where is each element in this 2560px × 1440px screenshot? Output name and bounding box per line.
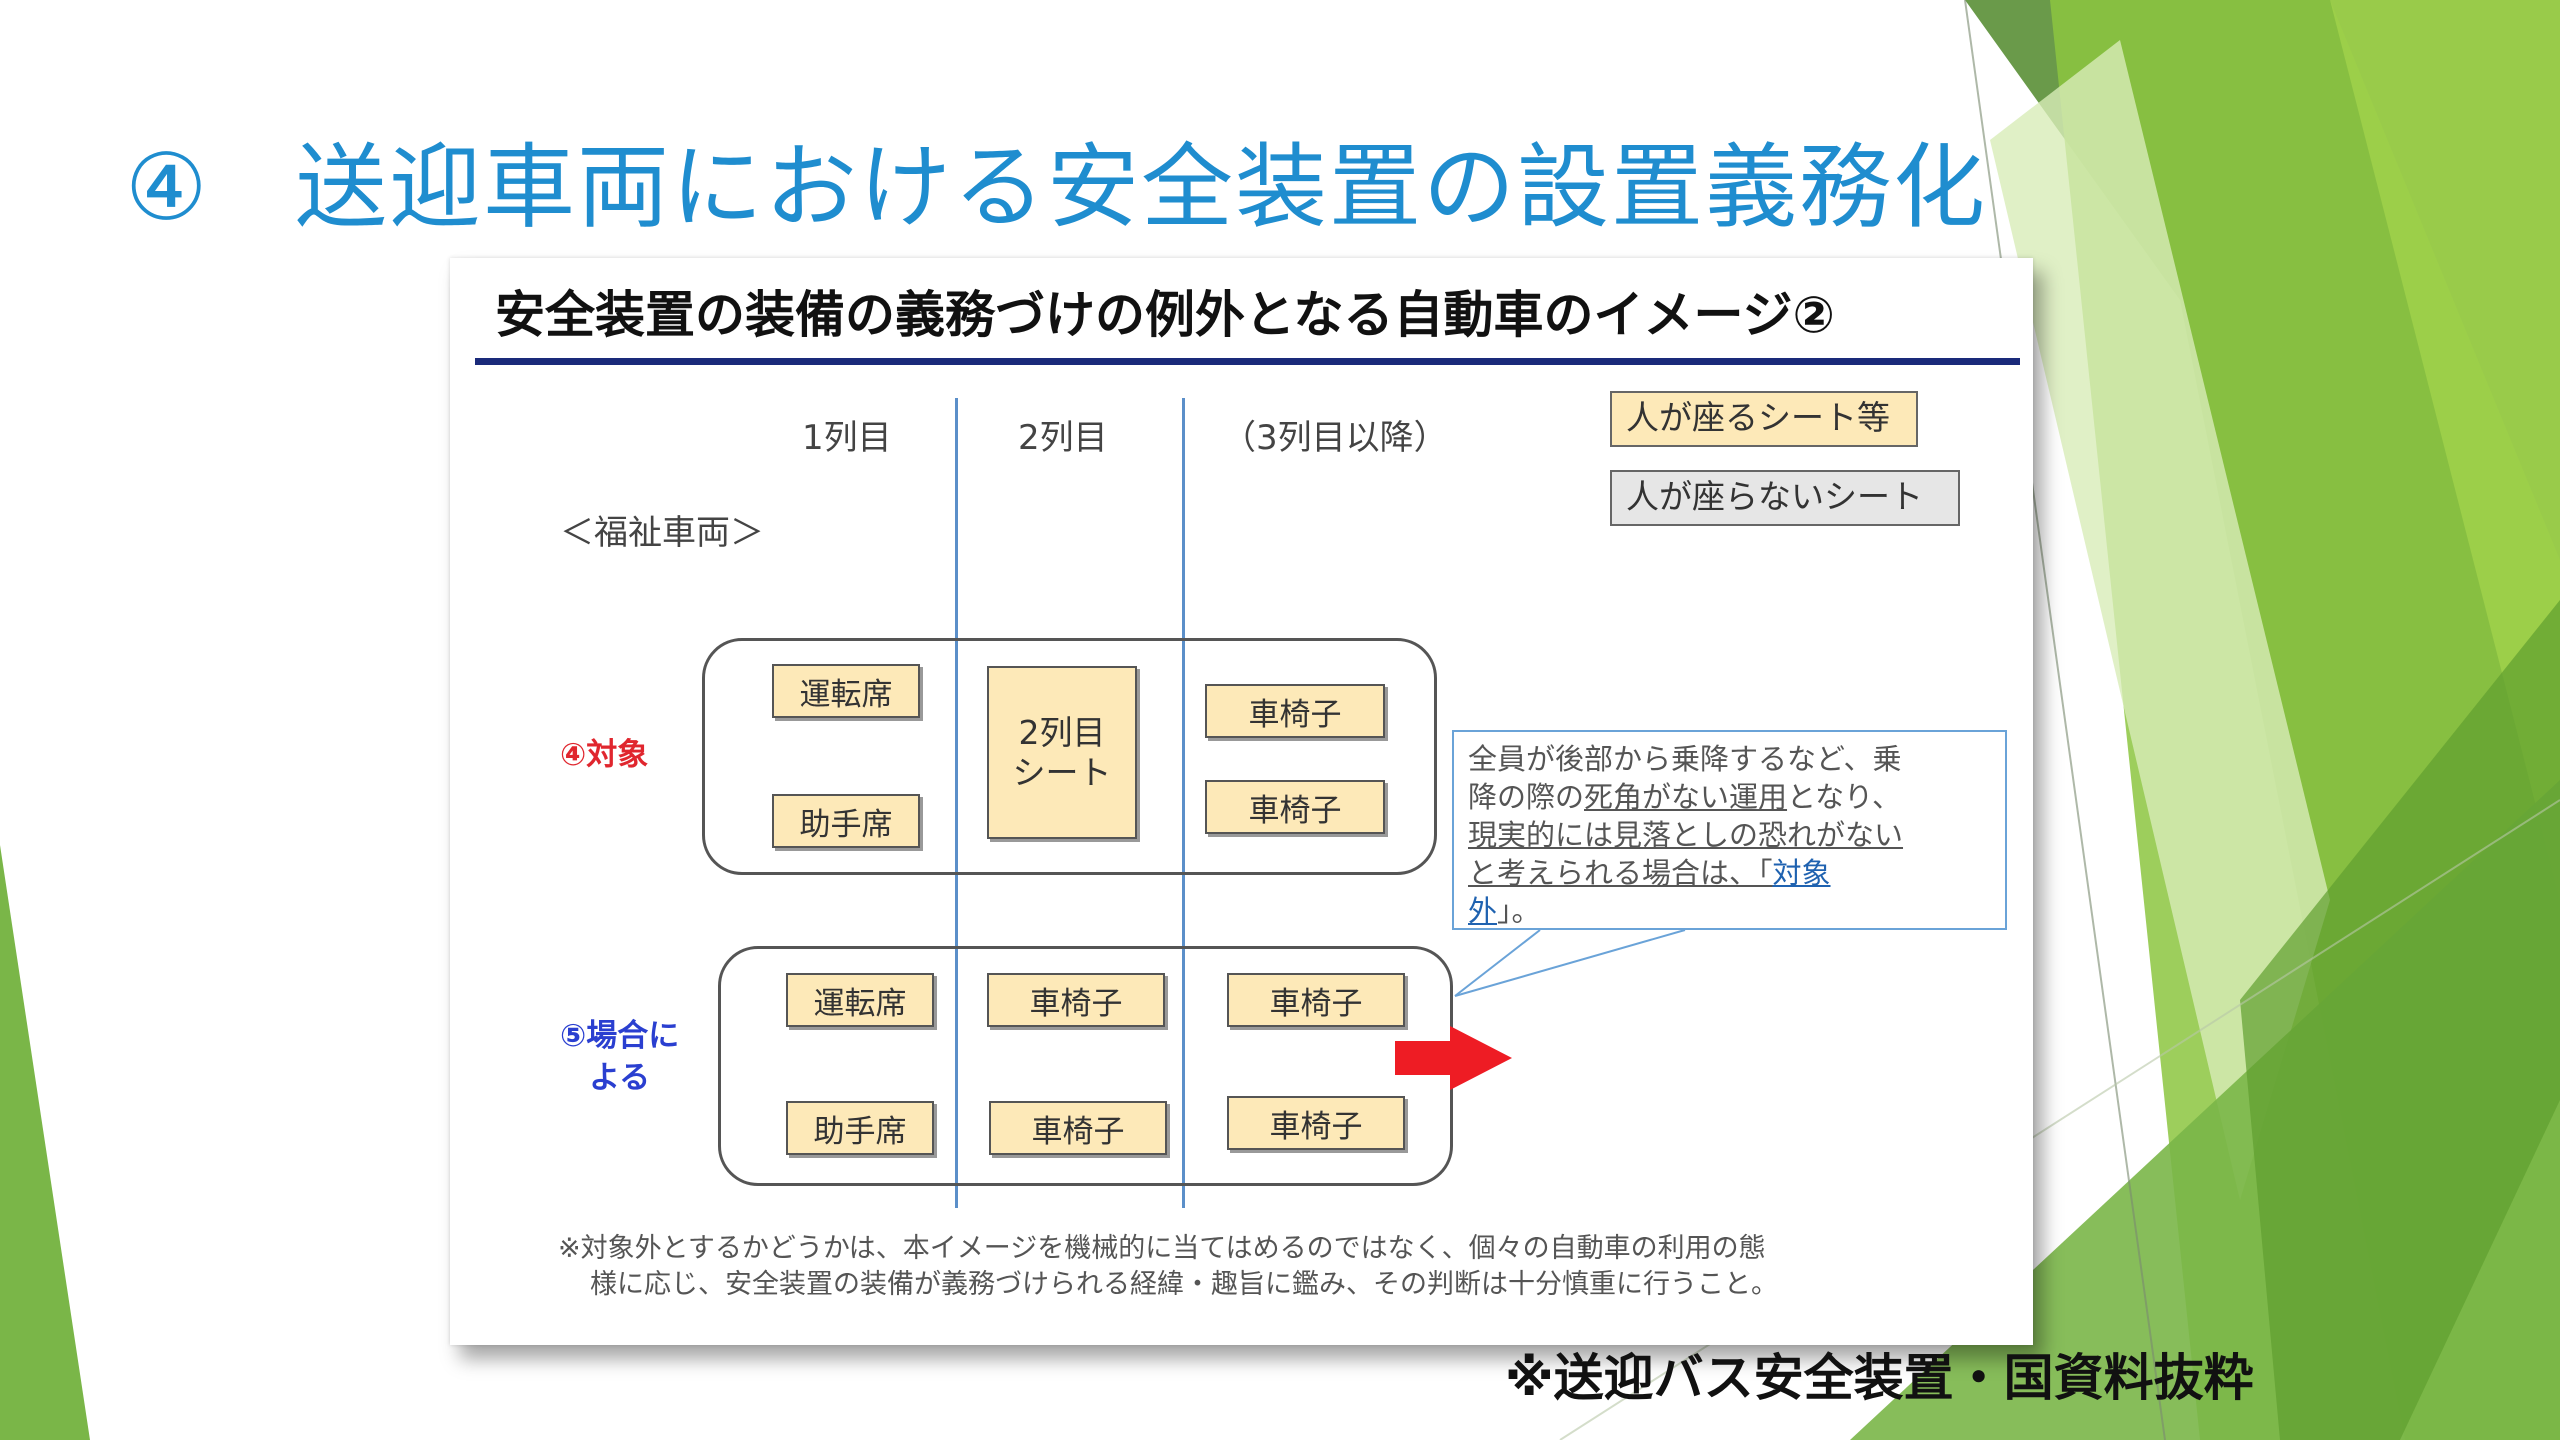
callout-emphasis: 対象 xyxy=(1772,856,1831,890)
seat-second-row-line1: 2列目 xyxy=(1018,712,1106,752)
right-pale-facet xyxy=(1990,40,2330,1200)
seat-wheelchair: 車椅子 xyxy=(987,973,1165,1027)
seat-passenger: 助手席 xyxy=(786,1101,934,1155)
seat-group-row1 xyxy=(702,638,1437,875)
row-label-num: ④ xyxy=(560,737,587,773)
row-label-line2: よる xyxy=(589,1060,651,1096)
column-divider-2 xyxy=(1182,398,1185,1208)
slide-number: ④ xyxy=(125,134,210,241)
seat-driver: 運転席 xyxy=(772,664,920,718)
callout-line: 現実的には見落としの恐れがない xyxy=(1468,818,1904,852)
section-label: ＜福祉車両＞ xyxy=(560,513,764,553)
mid-green-facet xyxy=(2240,600,2560,1440)
seat-driver: 運転席 xyxy=(786,973,934,1027)
seat-second-row: 2列目 シート xyxy=(987,666,1137,839)
seat-wheelchair: 車椅子 xyxy=(1227,1096,1405,1150)
legend-unoccupied: 人が座らないシート xyxy=(1610,470,1960,526)
footnote: ※対象外とするかどうかは、本イメージを機械的に当てはめるのではなく、個々の自動車… xyxy=(558,1231,1938,1303)
callout-underlined: と考えられる場合は、「 xyxy=(1468,856,1773,890)
figure-heading: 安全装置の装備の義務づけの例外となる自動車のイメージ② xyxy=(495,286,1835,344)
row-label-text: 場合に xyxy=(586,1018,680,1054)
callout-line: 降の際の死角がない運用となり、 xyxy=(1468,778,1991,816)
seat-wheelchair: 車椅子 xyxy=(1205,684,1385,738)
seat-wheelchair: 車椅子 xyxy=(1227,973,1405,1027)
row-label-num: ⑤ xyxy=(560,1018,587,1054)
column-header-1: 1列目 xyxy=(802,418,892,458)
column-header-2: 2列目 xyxy=(1018,418,1108,458)
source-note: ※送迎バス安全装置・国資料抜粋 xyxy=(1505,1349,2254,1407)
callout-text: 」。 xyxy=(1497,894,1541,928)
diagram-overlay xyxy=(1395,929,1686,1090)
seat-second-row-line2: シート xyxy=(1012,752,1112,792)
callout-pointer-line-2 xyxy=(1454,929,1541,997)
heading-rule xyxy=(475,358,2020,365)
callout-emphasis: 外 xyxy=(1468,894,1498,928)
callout-text: となり、 xyxy=(1787,780,1902,814)
callout-line: 外」。 xyxy=(1468,892,1991,930)
column-divider-1 xyxy=(955,398,958,1208)
row-label-case-by-case: ⑤場合に よる xyxy=(560,1015,679,1099)
red-arrow-icon xyxy=(1395,1026,1512,1090)
left-green-facet xyxy=(0,845,90,1440)
row-label-target: ④対象 xyxy=(560,734,648,776)
callout-line: と考えられる場合は、「対象 xyxy=(1468,854,1991,892)
footnote-line: 様に応じ、安全装置の装備が義務づけられる経緯・趣旨に鑑み、その判断は十分慎重に行… xyxy=(590,1269,1778,1300)
legend-occupied: 人が座るシート等 xyxy=(1610,391,1918,447)
callout-underlined: 死角がない運用 xyxy=(1584,780,1788,814)
callout-line: 全員が後部から乗降するなど、乗 xyxy=(1468,742,1902,776)
callout-text: 降の際の xyxy=(1468,780,1585,814)
callout-pointer-line-1 xyxy=(1454,929,1686,997)
seat-wheelchair: 車椅子 xyxy=(989,1101,1167,1155)
slide-title: ④ 送迎車両における安全装置の設置義務化 xyxy=(125,128,1987,248)
seat-wheelchair: 車椅子 xyxy=(1205,780,1385,834)
seat-passenger: 助手席 xyxy=(772,794,920,848)
row-label-text: 対象 xyxy=(586,737,649,773)
thin-line-1 xyxy=(1964,0,2166,1440)
callout-box: 全員が後部から乗降するなど、乗 降の際の死角がない運用となり、 現実的には見落と… xyxy=(1452,730,2007,930)
column-header-3: （3列目以降） xyxy=(1222,418,1448,458)
slide-title-text: 送迎車両における安全装置の設置義務化 xyxy=(295,134,1988,241)
footnote-line: ※対象外とするかどうかは、本イメージを機械的に当てはめるのではなく、個々の自動車… xyxy=(558,1233,1766,1264)
figure-card: 安全装置の装備の義務づけの例外となる自動車のイメージ② 1列目 2列目 （3列目… xyxy=(450,258,2033,1345)
row-label-line1: ⑤場合に xyxy=(560,1015,679,1057)
